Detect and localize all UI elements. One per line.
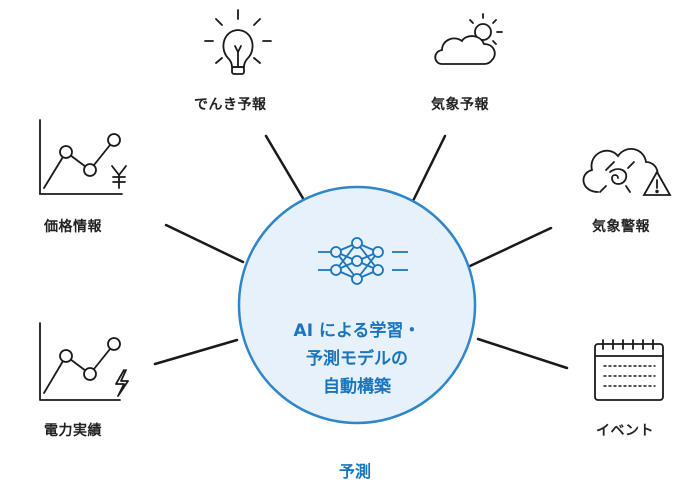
storm-warning-icon [582, 148, 672, 196]
label-event: イベント [596, 423, 654, 439]
center-line-2: 予測モデルの [306, 349, 408, 369]
connector-power-forecast [264, 134, 306, 202]
neural-network-icon [318, 237, 408, 285]
center-circle [237, 185, 477, 425]
center-line-1: AI による学習・ [293, 321, 421, 341]
prediction-caption: 予測 [338, 462, 371, 481]
lightbulb-icon [204, 9, 272, 75]
label-weather-forecast: 気象予報 [431, 97, 489, 113]
calendar-icon [594, 339, 664, 401]
label-power-forecast: でんき予報 [194, 97, 267, 113]
center-line-3: 自動構築 [323, 377, 391, 397]
label-power-results: 電力実績 [44, 423, 102, 439]
connector-weather-forecast [410, 134, 447, 205]
connector-weather-warning [468, 226, 553, 268]
connector-price-info [164, 223, 245, 264]
line-chart-yen-icon [39, 119, 127, 195]
line-chart-lightning-icon [39, 322, 129, 401]
label-weather-warning: 気象警報 [592, 219, 650, 235]
connector-event [476, 337, 569, 370]
connector-power-results [153, 338, 239, 366]
center-text: AI による学習・ 予測モデルの 自動構築 [262, 317, 452, 401]
connector-lines [153, 134, 569, 370]
label-price-info: 価格情報 [44, 219, 102, 235]
cloud-sun-icon [434, 13, 503, 65]
